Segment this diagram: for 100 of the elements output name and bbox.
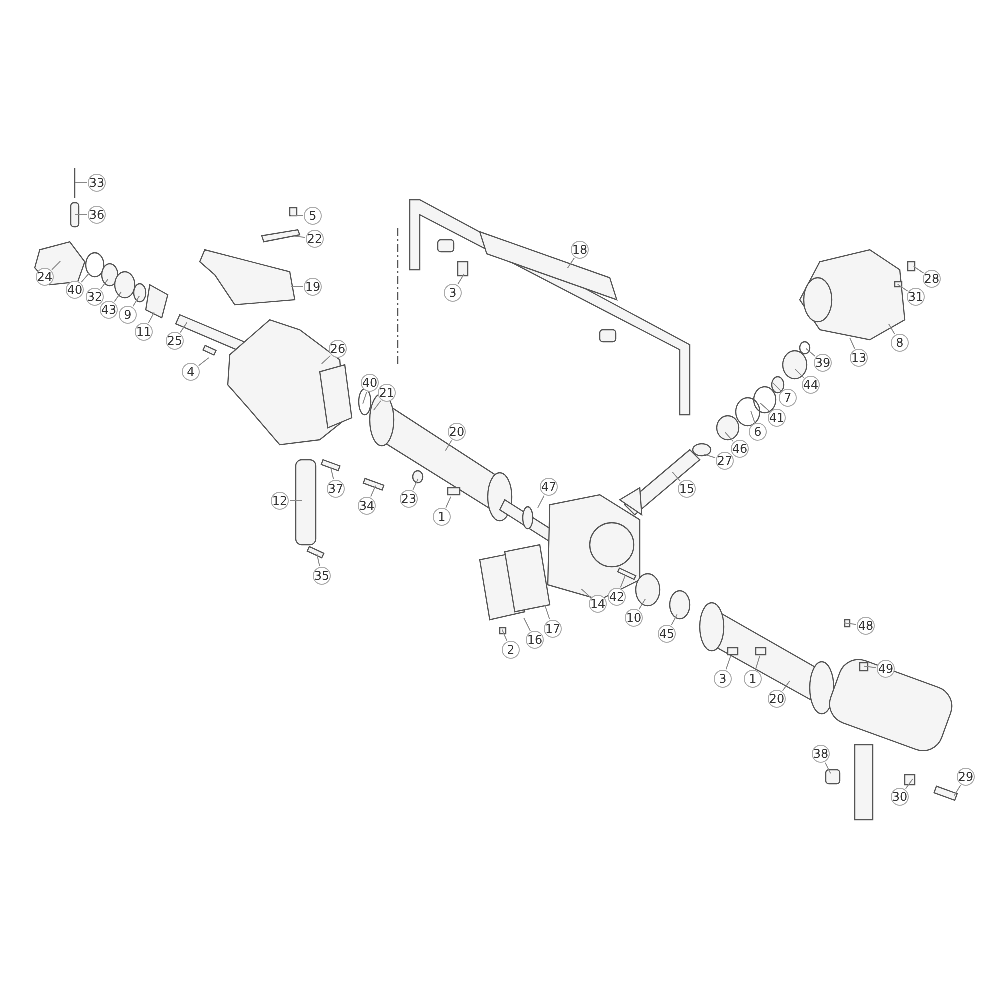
callout-number: 34 — [358, 497, 376, 515]
leader-line — [864, 666, 877, 668]
callout-number: 46 — [731, 440, 749, 458]
callout-number: 38 — [812, 745, 830, 763]
callout-number: 22 — [306, 230, 324, 248]
leader-line — [638, 598, 646, 610]
leader-line — [671, 614, 678, 626]
leader-line — [114, 291, 122, 302]
callout-number: 28 — [923, 270, 941, 288]
leader-line — [198, 358, 210, 366]
callout-number: 12 — [271, 492, 289, 510]
callout-number: 48 — [857, 617, 875, 635]
leader-line — [81, 272, 90, 283]
callout-number: 20 — [448, 423, 466, 441]
callout-number: 39 — [814, 354, 832, 372]
callout-number: 16 — [526, 631, 544, 649]
callout-number: 1 — [744, 670, 762, 688]
callout-number: 15 — [678, 480, 696, 498]
callout-number: 29 — [957, 768, 975, 786]
leader-line — [316, 554, 320, 567]
leader-line — [544, 604, 550, 620]
leader-line — [782, 680, 790, 692]
leader-line — [844, 622, 857, 626]
leader-line — [373, 400, 382, 412]
callout-number: 40 — [66, 281, 84, 299]
callout-number: 8 — [891, 334, 909, 352]
callout-number: 33 — [88, 174, 106, 192]
callout-number: 31 — [907, 288, 925, 306]
leader-line — [672, 472, 681, 482]
leader-line — [888, 324, 896, 335]
leader-line — [502, 629, 508, 642]
callout-number: 17 — [544, 620, 562, 638]
callout-number: 47 — [540, 478, 558, 496]
callout-number: 1 — [433, 508, 451, 526]
leader-line — [794, 368, 804, 378]
callout-number: 43 — [100, 301, 118, 319]
leader-line — [581, 588, 592, 598]
callout-number: 9 — [119, 306, 137, 324]
callout-number: 20 — [768, 690, 786, 708]
callout-number: 30 — [891, 788, 909, 806]
leader-line — [913, 266, 924, 274]
callout-number: 13 — [850, 349, 868, 367]
leader-line — [897, 284, 908, 292]
leader-line — [100, 278, 109, 290]
leader-line — [290, 500, 302, 502]
leader-line — [905, 778, 914, 790]
callout-number: 42 — [608, 588, 626, 606]
callout-number: 23 — [400, 490, 418, 508]
callout-number: 3 — [714, 670, 732, 688]
callout-number: 7 — [779, 389, 797, 407]
leader-line — [74, 182, 88, 184]
leader-line — [74, 214, 88, 216]
callout-number: 21 — [378, 384, 396, 402]
callout-number: 10 — [625, 609, 643, 627]
leader-line — [132, 296, 140, 307]
leader-line — [750, 410, 756, 424]
leader-line — [330, 467, 334, 480]
leader-line — [52, 260, 62, 270]
leader-line — [620, 576, 626, 588]
leader-line — [724, 432, 734, 442]
callout-number: 49 — [877, 660, 895, 678]
leader-line — [148, 312, 155, 324]
leader-line — [954, 785, 962, 796]
leader-line — [824, 762, 832, 774]
leader-line — [567, 258, 575, 269]
leader-line — [538, 495, 545, 508]
leader-line — [321, 355, 332, 364]
leader-line — [292, 236, 306, 238]
callout-number: 32 — [86, 288, 104, 306]
callout-number: 27 — [716, 452, 734, 470]
callout-number: 18 — [571, 241, 589, 259]
leader-line — [755, 656, 760, 670]
callout-number: 2 — [502, 641, 520, 659]
callout-number: 5 — [304, 207, 322, 225]
callout-number: 14 — [589, 595, 607, 613]
leader-line — [458, 274, 465, 285]
leader-line — [412, 478, 419, 490]
leader-line — [180, 322, 188, 334]
leader-line — [524, 618, 532, 632]
leader-line — [446, 496, 452, 508]
callout-number: 6 — [749, 423, 767, 441]
callout-number: 44 — [802, 376, 820, 394]
callout-number: 35 — [313, 567, 331, 585]
callout-number: 11 — [135, 323, 153, 341]
leader-line — [726, 656, 732, 670]
callout-number: 26 — [329, 340, 347, 358]
leader-line — [445, 440, 452, 452]
callout-number: 45 — [658, 625, 676, 643]
callout-number: 36 — [88, 206, 106, 224]
callout-number: 41 — [768, 409, 786, 427]
callout-number: 3 — [444, 284, 462, 302]
leader-line — [290, 286, 304, 288]
leader-line — [760, 402, 770, 412]
callout-number: 25 — [166, 332, 184, 350]
leader-line — [704, 454, 716, 458]
callout-number: 40 — [361, 374, 379, 392]
leader-line — [849, 337, 856, 350]
leader-line — [806, 348, 816, 358]
leader-line — [772, 382, 782, 392]
leader-line — [370, 485, 376, 498]
